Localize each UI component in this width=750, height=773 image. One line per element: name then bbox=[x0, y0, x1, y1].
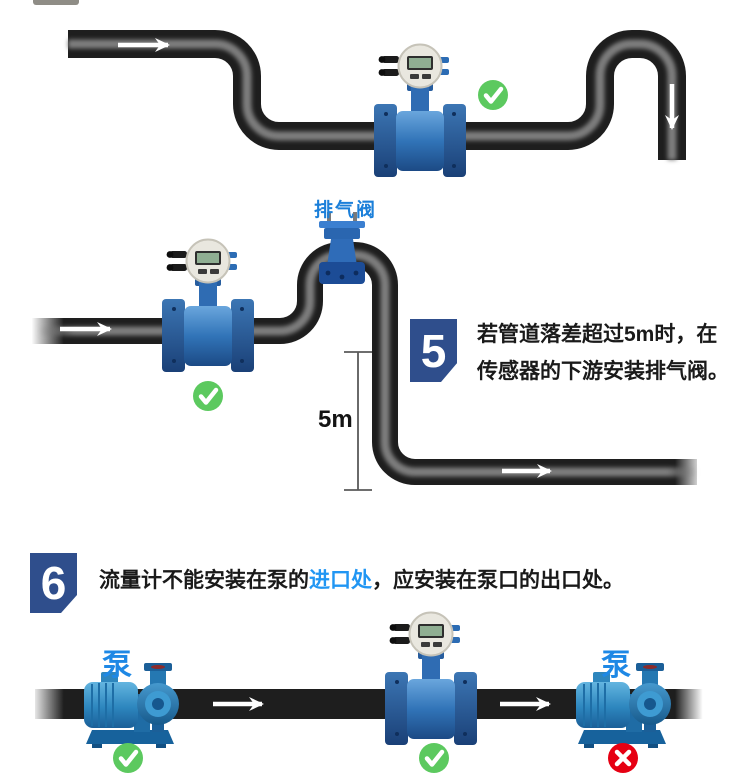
step-5-line1: 若管道落差超过5m时，在 bbox=[477, 323, 718, 346]
step-5-badge: 5 bbox=[410, 319, 457, 382]
check-icon-flowmeter-bottom bbox=[419, 743, 449, 773]
flowmeter-bottom bbox=[384, 611, 478, 746]
step-5-number: 5 bbox=[420, 324, 447, 377]
pipe-top bbox=[68, 30, 686, 160]
pump-left-label: 泵 bbox=[102, 649, 132, 682]
step-5-line2: 传感器的下游安装排气阀。 bbox=[477, 360, 729, 383]
dimension-line-5m bbox=[344, 351, 372, 491]
step-5-text: 若管道落差超过5m时，在 传感器的下游安装排气阀。 bbox=[477, 316, 729, 390]
flowmeter-top bbox=[373, 43, 467, 178]
pump-right-label: 泵 bbox=[601, 649, 631, 682]
step-6-badge: 6 bbox=[30, 553, 77, 613]
step-6-text: 流量计不能安装在泵的进口处，应安装在泵口的出口处。 bbox=[99, 566, 624, 596]
cross-icon-pump-right bbox=[608, 743, 638, 773]
step-6-text-after: ，应安装在泵口的出口处。 bbox=[372, 569, 624, 592]
step-6-text-highlight: 进口处 bbox=[309, 569, 372, 592]
exhaust-valve-label: 排气阀 bbox=[314, 200, 378, 221]
check-icon-middle bbox=[193, 381, 223, 411]
previous-section-remnant bbox=[33, 0, 79, 5]
flowmeter-middle bbox=[161, 238, 255, 373]
step-6-number: 6 bbox=[40, 557, 67, 609]
step-6-text-before: 流量计不能安装在泵的 bbox=[99, 569, 309, 592]
check-icon-top bbox=[478, 80, 508, 110]
drop-height-label: 5m bbox=[318, 406, 353, 433]
exhaust-valve bbox=[319, 212, 365, 284]
check-icon-pump-left bbox=[113, 743, 143, 773]
